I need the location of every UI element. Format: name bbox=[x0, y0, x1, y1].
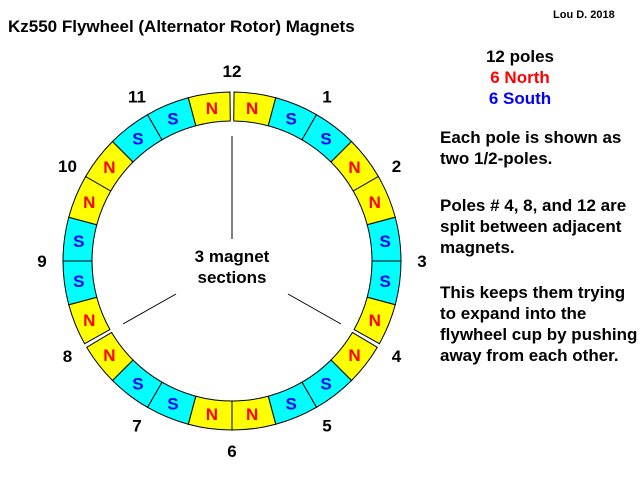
legend: 12 poles 6 North 6 South bbox=[440, 46, 600, 109]
north-half-pole-segment bbox=[187, 91, 231, 127]
pole-number-6: 6 bbox=[227, 442, 236, 461]
pole-polarity-label: S bbox=[320, 375, 331, 394]
pole-polarity-label: N bbox=[103, 158, 115, 177]
pole-polarity-label: N bbox=[206, 99, 218, 118]
north-half-pole-segment bbox=[85, 331, 134, 382]
north-half-pole-segment bbox=[353, 296, 396, 345]
note-expand: This keeps them trying to expand into th… bbox=[440, 283, 638, 365]
pole-number-7: 7 bbox=[132, 417, 141, 436]
pole-number-2: 2 bbox=[392, 157, 401, 176]
legend-south: 6 South bbox=[488, 89, 552, 108]
pole-polarity-label: N bbox=[348, 158, 360, 177]
note-half-poles: Each pole is shown as two 1/2-poles. bbox=[440, 128, 622, 168]
pole-polarity-label: N bbox=[369, 311, 381, 330]
pole-polarity-label: N bbox=[83, 193, 95, 212]
legend-north: 6 North bbox=[490, 68, 550, 87]
pole-polarity-label: N bbox=[103, 346, 115, 365]
center-label-line1: 3 magnet bbox=[195, 247, 270, 266]
pole-polarity-label: N bbox=[206, 405, 218, 424]
pole-polarity-label: N bbox=[246, 99, 258, 118]
pole-polarity-label: S bbox=[73, 232, 84, 251]
pole-number-9: 9 bbox=[37, 252, 46, 271]
pole-number-10: 10 bbox=[58, 157, 77, 176]
section-divider-line bbox=[287, 293, 342, 325]
pole-polarity-label: S bbox=[380, 232, 391, 251]
legend-poles: 12 poles bbox=[485, 47, 555, 66]
pole-number-5: 5 bbox=[322, 417, 331, 436]
pole-polarity-label: S bbox=[380, 272, 391, 291]
pole-polarity-label: N bbox=[246, 405, 258, 424]
diagram-title: Kz550 Flywheel (Alternator Rotor) Magnet… bbox=[8, 17, 355, 36]
center-label-line2: sections bbox=[198, 268, 267, 287]
note-split-poles: Poles # 4, 8, and 12 are split between a… bbox=[440, 196, 627, 257]
pole-polarity-label: S bbox=[73, 272, 84, 291]
pole-number-12: 12 bbox=[223, 62, 242, 81]
pole-polarity-label: N bbox=[83, 311, 95, 330]
pole-polarity-label: S bbox=[320, 129, 331, 148]
author-credit: Lou D. 2018 bbox=[553, 9, 615, 21]
pole-polarity-label: S bbox=[167, 109, 178, 128]
pole-polarity-label: S bbox=[167, 395, 178, 414]
south-half-pole-segment bbox=[146, 97, 197, 141]
pole-number-3: 3 bbox=[417, 252, 426, 271]
pole-number-11: 11 bbox=[128, 87, 146, 106]
pole-number-1: 1 bbox=[322, 87, 331, 106]
pole-number-8: 8 bbox=[63, 347, 72, 366]
pole-number-4: 4 bbox=[392, 347, 402, 366]
pole-polarity-label: S bbox=[285, 395, 296, 414]
pole-polarity-label: S bbox=[132, 129, 143, 148]
pole-polarity-label: N bbox=[369, 193, 381, 212]
pole-polarity-label: N bbox=[348, 346, 360, 365]
pole-polarity-label: S bbox=[285, 109, 296, 128]
pole-polarity-label: S bbox=[132, 375, 143, 394]
section-divider-line bbox=[122, 293, 177, 325]
